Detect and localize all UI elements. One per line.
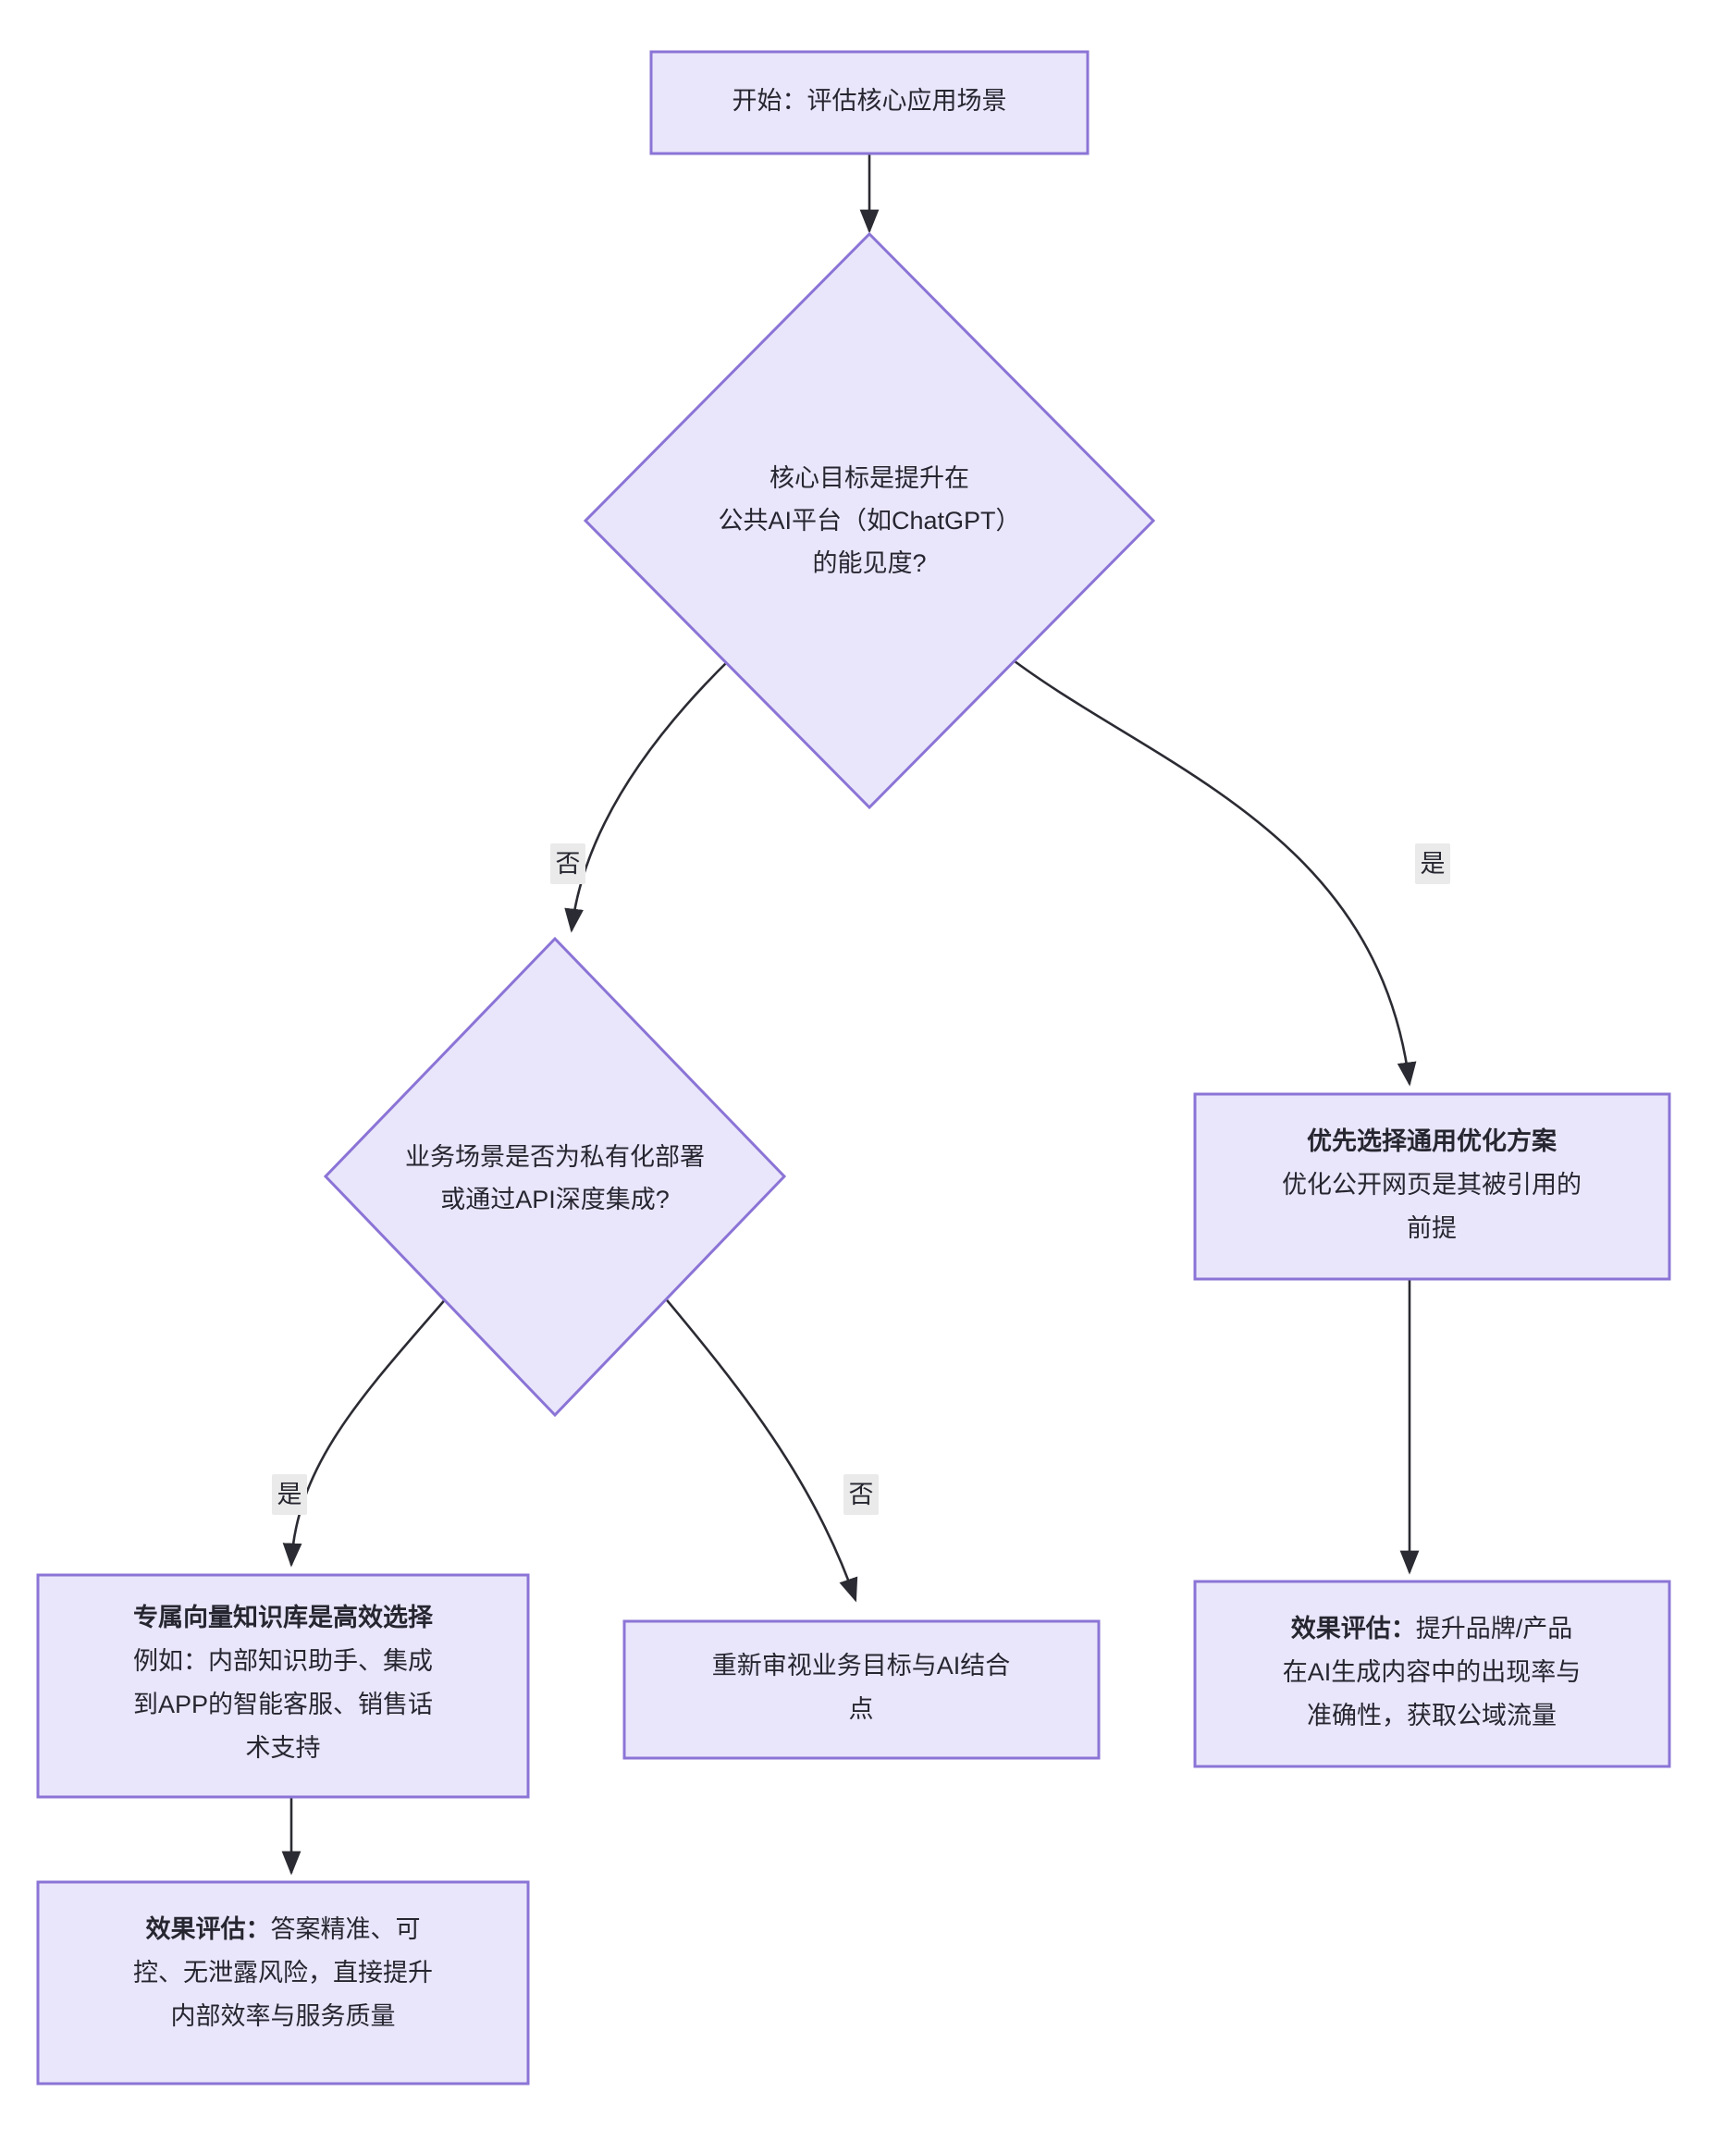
- edge-label-no-bottom: 否: [843, 1474, 879, 1515]
- node-eval-private-label-line-1: 控、无泄露风险，直接提升: [133, 1959, 433, 1987]
- node-eval-private-line-0-rest: 答案精准、可: [271, 1915, 421, 1943]
- edge-decision-private-to-rethink: [658, 1289, 858, 1603]
- node-decision-private-label-line-0: 业务场景是否为私有化部署: [405, 1143, 705, 1171]
- node-vector-kb-label-line-2: 到APP的智能客服、销售话: [133, 1691, 433, 1718]
- node-start-label-line-0: 开始：评估核心应用场景: [733, 87, 1007, 115]
- edge-decision-goal-to-general-optimization: [1010, 657, 1417, 1087]
- node-rethink[interactable]: 重新审视业务目标与AI结合 点: [622, 1619, 1101, 1760]
- node-rethink-label-line-1: 点: [849, 1695, 874, 1723]
- node-general-optimization-label-line-0: 优先选择通用优化方案: [1307, 1126, 1557, 1155]
- node-rethink-shape[interactable]: [622, 1619, 1101, 1760]
- node-eval-public-label-line-2: 准确性，获取公域流量: [1307, 1702, 1557, 1729]
- edge-label-no-top: 否: [550, 843, 585, 884]
- node-vector-kb-shape[interactable]: [36, 1573, 530, 1799]
- node-eval-public[interactable]: 效果评估：提升品牌/产品 在AI生成内容中的出现率与 准确性，获取公域流量: [1193, 1580, 1671, 1768]
- node-eval-public-bold-prefix: 效果评估：: [1291, 1615, 1416, 1643]
- node-decision-goal[interactable]: 核心目标是提升在 公共AI平台（如ChatGPT） 的能见度?: [583, 231, 1156, 810]
- node-eval-private-label-line-0: 效果评估：答案精准、可: [146, 1915, 421, 1943]
- edge-label-yes-bottom: 是: [272, 1474, 307, 1515]
- node-rethink-label-line-0: 重新审视业务目标与AI结合: [712, 1652, 1011, 1680]
- node-eval-private-shape[interactable]: [36, 1880, 530, 2086]
- node-eval-public-label-line-0: 效果评估：提升品牌/产品: [1291, 1615, 1573, 1643]
- edge-label-yes-top-text: 是: [1421, 850, 1446, 878]
- node-eval-public-label-line-1: 在AI生成内容中的出现率与: [1283, 1658, 1582, 1686]
- node-eval-private-label-line-2: 内部效率与服务质量: [171, 2002, 396, 2030]
- node-decision-goal-label-line-2: 的能见度?: [812, 549, 926, 577]
- edge-label-yes-top: 是: [1415, 843, 1450, 884]
- node-start-shape[interactable]: [649, 50, 1090, 155]
- edge-decision-private-to-vector-kb: [282, 1289, 454, 1568]
- node-start[interactable]: 开始：评估核心应用场景: [649, 50, 1090, 155]
- edge-labels-layer: 否 是 是 否: [272, 843, 1450, 1515]
- node-decision-private[interactable]: 业务场景是否为私有化部署 或通过API深度集成?: [323, 936, 787, 1418]
- node-vector-kb-label-line-3: 术支持: [246, 1734, 321, 1762]
- node-decision-private-label-line-1: 或通过API深度集成?: [440, 1186, 670, 1213]
- edge-label-no-top-text: 否: [556, 850, 581, 878]
- node-eval-private-bold-prefix: 效果评估：: [146, 1915, 271, 1943]
- edges-layer: [281, 154, 1420, 1876]
- node-decision-goal-shape[interactable]: [583, 231, 1156, 810]
- edge-label-yes-bottom-text: 是: [277, 1481, 302, 1508]
- node-eval-public-line-0-rest: 提升品牌/产品: [1416, 1615, 1573, 1643]
- node-decision-goal-label-line-0: 核心目标是提升在: [770, 464, 969, 492]
- node-decision-goal-label-line-1: 公共AI平台（如ChatGPT）: [718, 507, 1020, 535]
- node-general-optimization[interactable]: 优先选择通用优化方案 优化公开网页是其被引用的 前提: [1193, 1092, 1671, 1281]
- node-vector-kb-label-line-0: 专属向量知识库是高效选择: [133, 1603, 434, 1631]
- edge-label-no-bottom-text: 否: [849, 1481, 874, 1508]
- node-eval-public-shape[interactable]: [1193, 1580, 1671, 1768]
- node-general-optimization-label-line-2: 前提: [1407, 1214, 1457, 1242]
- edge-decision-goal-to-decision-private: [564, 658, 732, 933]
- node-general-optimization-label-line-1: 优化公开网页是其被引用的: [1282, 1171, 1582, 1199]
- node-vector-kb-label-line-1: 例如：内部知识助手、集成: [133, 1647, 433, 1675]
- node-decision-private-shape[interactable]: [323, 936, 787, 1418]
- node-vector-kb[interactable]: 专属向量知识库是高效选择 例如：内部知识助手、集成 到APP的智能客服、销售话 …: [36, 1573, 530, 1799]
- node-eval-private[interactable]: 效果评估：答案精准、可 控、无泄露风险，直接提升 内部效率与服务质量: [36, 1880, 530, 2086]
- node-general-optimization-shape[interactable]: [1193, 1092, 1671, 1281]
